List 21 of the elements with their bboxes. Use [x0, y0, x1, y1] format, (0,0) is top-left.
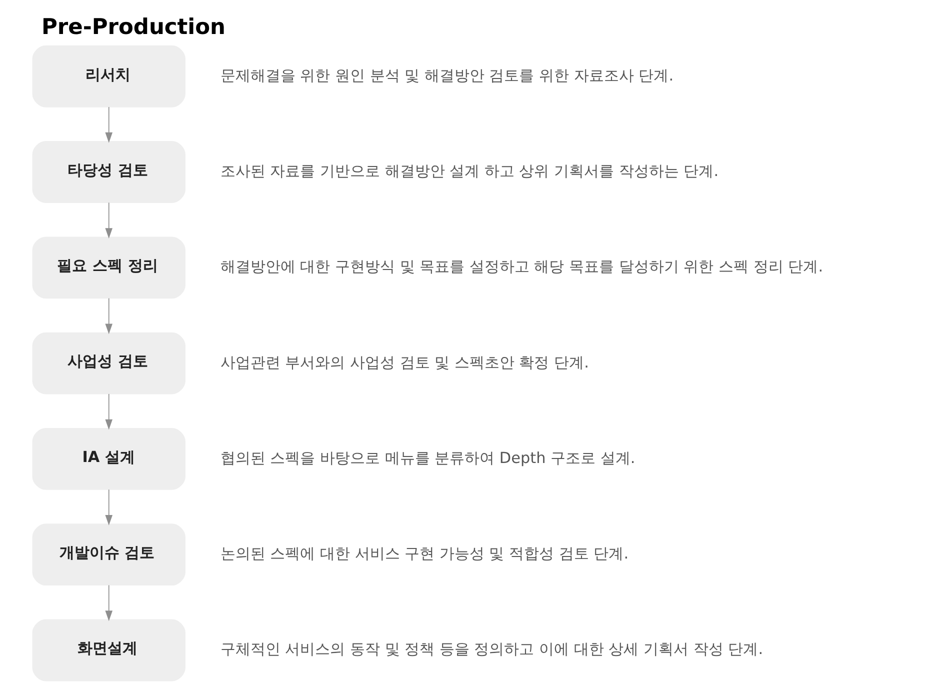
node-label: 논의된 스펙에 대한 서비스 구현 가능성 및 적합성 검토 단계. [220, 544, 628, 562]
node-box: 필요 스펙 정리 [32, 236, 185, 298]
node-label: 협의된 스펙을 바탕으로 메뉴를 분류하여 Depth 구조로 설계. [220, 448, 635, 466]
arrow [104, 297, 112, 334]
node-label: 해결방안에 대한 구현방식 및 목표를 설정하고 해당 목표를 달성하기 위한 스펙 정리 단계. [220, 257, 823, 276]
node-box: 화면설계 [32, 618, 185, 681]
node-box: 사업성 검토 [32, 332, 185, 394]
node-box: IA 설계 [32, 427, 185, 490]
arrow [104, 488, 112, 525]
node-box: 리서치 [32, 44, 185, 107]
node-box: 타당성 검토 [32, 140, 185, 202]
node-label: 구체적인 서비스의 동작 및 정책 등을 정의하고 이에 대한 상세 기획서 작성 단계. [220, 640, 763, 658]
node-label: 사업관련 부서와의 사업성 검토 및 스펙초안 확정 단계. [220, 352, 588, 371]
arrow [104, 584, 112, 621]
arrow [104, 202, 112, 238]
node-label: 조사된 자료를 기반으로 해결방안 설계 하고 상위 기획서를 작성하는 단계. [220, 162, 718, 180]
node-box: 개발이슈 검토 [32, 523, 185, 586]
node-label: 문제해결을 위한 원인 분석 및 해결방안 검토를 위한 자료조사 단계. [220, 66, 674, 84]
diagram-title: Pre-Production [40, 14, 225, 40]
arrow [104, 106, 112, 142]
arrow [104, 393, 112, 430]
